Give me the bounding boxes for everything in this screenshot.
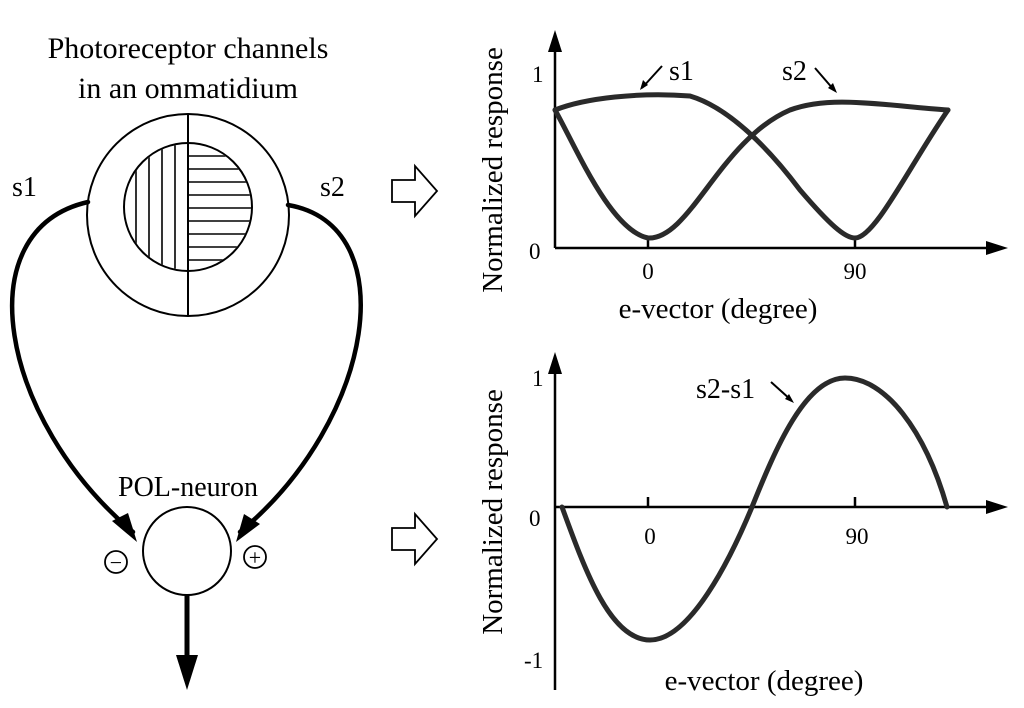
s1-wire-arrowhead xyxy=(112,513,137,542)
top-chart-x-axis-title: e-vector (degree) xyxy=(619,293,818,325)
bottom-chart-x-axis-arrow xyxy=(986,500,1008,514)
top-chart-y-tick-label-0: 0 xyxy=(529,239,541,264)
bottom-chart: 0 90 0 1 -1 e-vector (degree) Normalized… xyxy=(477,352,1008,697)
diagram-title-line1: Photoreceptor channels xyxy=(48,32,329,65)
top-chart-y-tick-label-1: 1 xyxy=(532,62,544,87)
pol-neuron-body xyxy=(142,506,232,596)
s2-wire-arrowhead xyxy=(236,514,260,542)
pol-neuron-label: POL-neuron xyxy=(118,472,258,503)
top-chart-annotation-s1: s1 xyxy=(669,56,694,87)
top-chart-series-s1-line xyxy=(552,99,951,241)
block-arrow-top-icon xyxy=(391,163,439,219)
output-arrowhead xyxy=(176,655,198,690)
s2-channel-label: s2 xyxy=(320,172,345,203)
block-arrow-bottom-icon xyxy=(391,511,439,567)
s1-wire xyxy=(9,199,136,535)
top-chart-series-s2-line xyxy=(552,92,951,241)
bottom-chart-y-tick-label-neg1: -1 xyxy=(524,648,543,673)
plus-sign-icon: + xyxy=(243,545,267,570)
bottom-chart-x-tick-label-0: 0 xyxy=(644,524,656,549)
bottom-chart-series-s2-s1-line xyxy=(559,375,950,643)
bottom-chart-y-axis-arrow xyxy=(548,352,562,374)
bottom-chart-y-tick-label-1: 1 xyxy=(532,366,544,391)
svg-text:+: + xyxy=(249,545,261,570)
top-chart-x-axis-arrow xyxy=(986,241,1008,255)
svg-text:−: − xyxy=(110,550,122,575)
top-chart-annotation-s2: s2 xyxy=(782,56,807,87)
bottom-chart-y-axis-title: Normalized response xyxy=(477,389,509,635)
ommatidium-inner-disc xyxy=(123,142,253,272)
bottom-chart-x-axis-title: e-vector (degree) xyxy=(665,665,864,697)
s1-channel-label: s1 xyxy=(12,172,37,203)
top-chart-y-axis-arrow xyxy=(548,30,562,52)
minus-sign-icon: − xyxy=(104,550,128,575)
s2-wire xyxy=(237,202,363,535)
top-chart-x-tick-label-90: 90 xyxy=(844,259,867,284)
ommatidium xyxy=(86,113,290,317)
diagram-title-line2: in an ommatidium xyxy=(78,72,298,105)
top-chart-y-axis-title: Normalized response xyxy=(477,47,509,293)
bottom-chart-annotation-s2-s1: s2-s1 xyxy=(696,374,755,405)
bottom-chart-y-tick-label-0: 0 xyxy=(529,506,541,531)
top-chart-x-tick-label-0: 0 xyxy=(642,259,654,284)
bottom-chart-x-tick-label-90: 90 xyxy=(846,524,869,549)
top-chart: 0 90 0 1 e-vector (degree) Normalized re… xyxy=(477,30,1008,325)
